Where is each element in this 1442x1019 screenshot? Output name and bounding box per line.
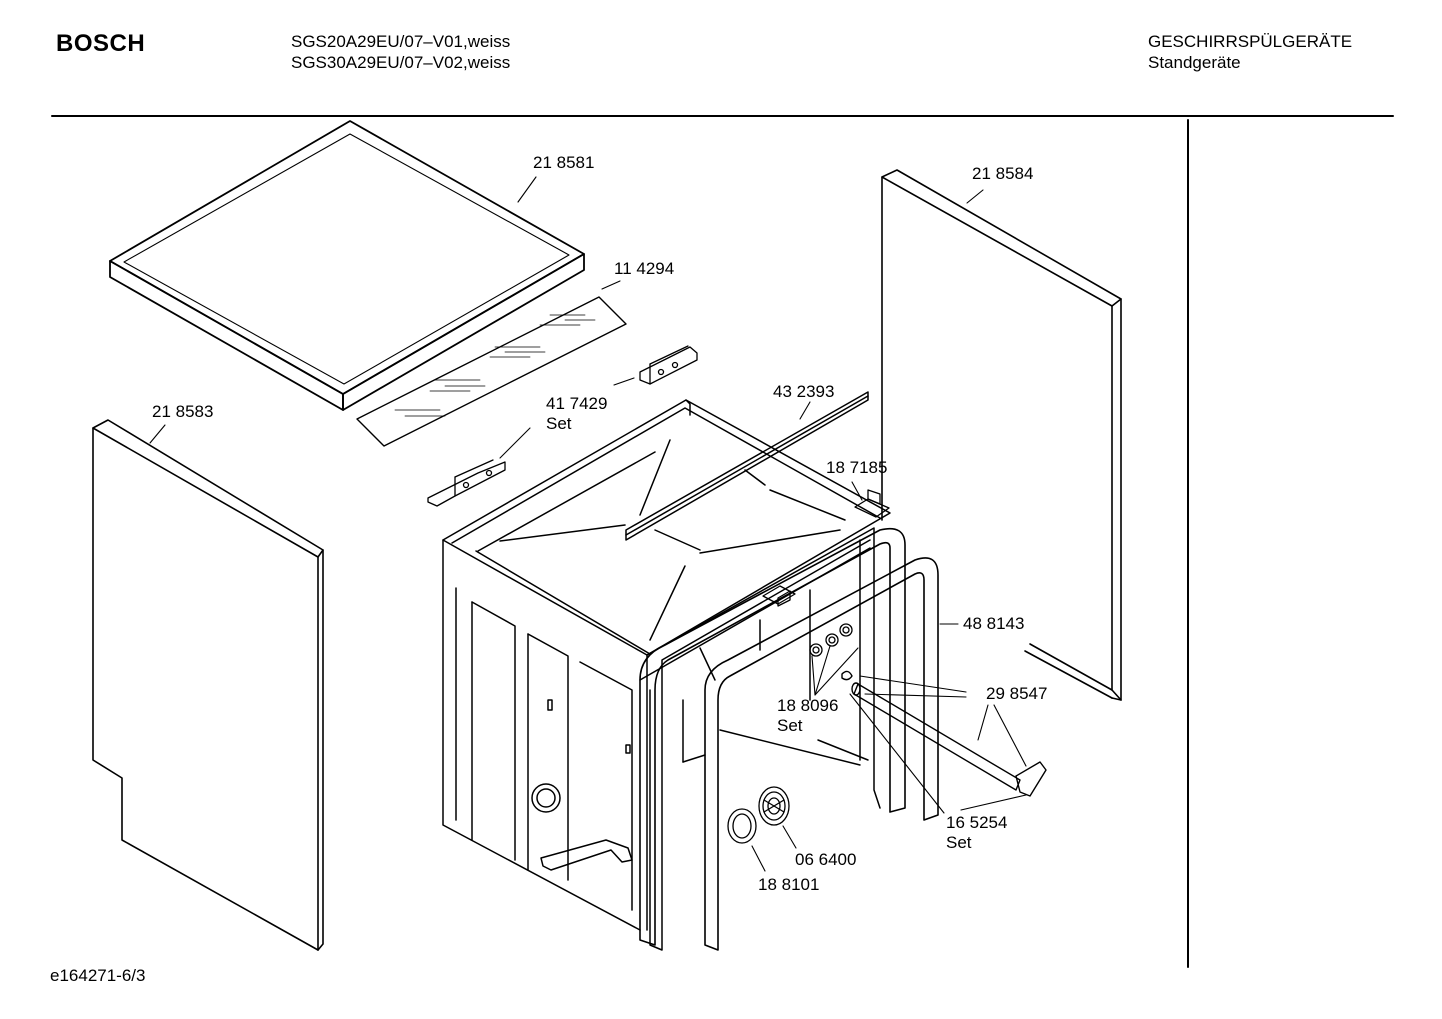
part-label-298547: 29 8547 (986, 684, 1048, 703)
leader-lines (149, 176, 1027, 872)
part-label-188101: 18 8101 (758, 875, 820, 894)
part-label-188096: 18 8096 Set (777, 696, 839, 735)
document-id: e164271-6/3 (50, 966, 146, 985)
hinge-bracket (762, 585, 796, 607)
part-label-488143: 48 8143 (963, 614, 1025, 633)
left-side-panel (92, 419, 324, 951)
part-label-218583: 21 8583 (152, 402, 214, 421)
category-block: GESCHIRRSPÜLGERÄTE Standgeräte (1148, 31, 1352, 73)
part-label-187185: 18 7185 (826, 458, 888, 477)
right-side-panel (881, 169, 1122, 701)
category-subtitle: Standgeräte (1148, 53, 1241, 72)
part-label-432393: 43 2393 (773, 382, 835, 401)
part-label-417429: 41 7429 Set (546, 394, 608, 433)
part-label-165254: 16 5254 Set (946, 813, 1008, 852)
top-cover (109, 120, 585, 411)
mounting-bracket-lower (427, 459, 506, 507)
filter-cap (758, 786, 790, 826)
sealing-ring (727, 808, 757, 844)
part-label-114294: 11 4294 (614, 259, 675, 278)
category-title: GESCHIRRSPÜLGERÄTE (1148, 32, 1353, 51)
bolt-set (809, 623, 853, 657)
top-rail (625, 391, 869, 541)
clip-part (854, 489, 890, 518)
part-label-218584: 21 8584 (972, 164, 1034, 183)
insulation-mat (356, 296, 627, 447)
part-label-066400: 06 6400 (795, 850, 857, 869)
brand-logo: BOSCH (56, 30, 146, 57)
model-list: SGS20A29EU/07–V01,weiss SGS30A29EU/07–V0… (291, 31, 510, 73)
door-seal-frame (639, 527, 939, 951)
dishwasher-tub (442, 399, 891, 951)
model-line: SGS20A29EU/07–V01,weiss (291, 32, 511, 51)
part-label-218581: 21 8581 (533, 153, 595, 172)
mounting-bracket-upper (639, 345, 698, 385)
hinge-arm (841, 670, 1047, 797)
model-line: SGS30A29EU/07–V02,weiss (291, 53, 511, 72)
